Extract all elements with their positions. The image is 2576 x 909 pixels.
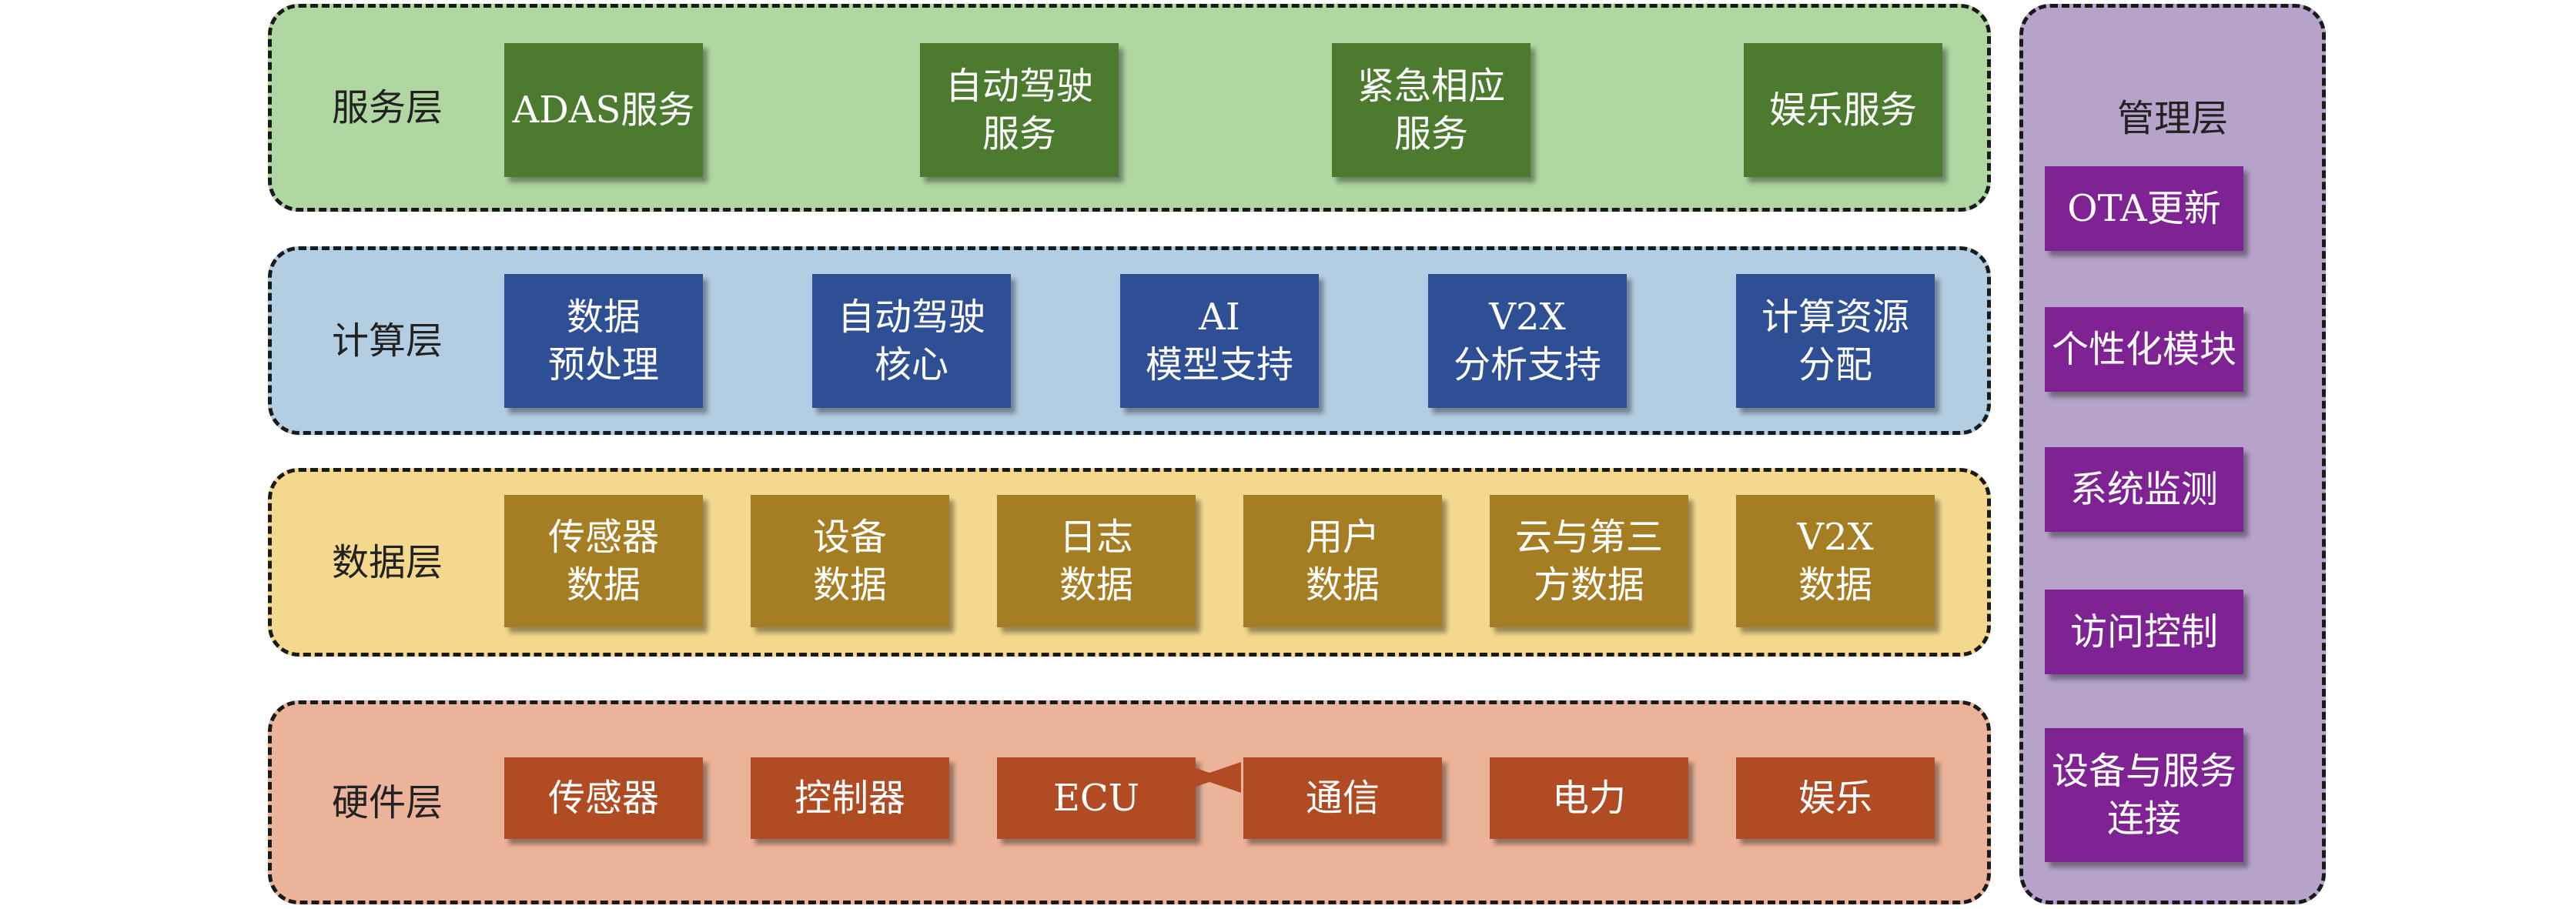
compute-box-resource-allocation: 计算资源 分配 xyxy=(1736,274,1935,408)
management-box-ota-update: OTA更新 xyxy=(2045,166,2243,251)
service-box-autonomous-driving: 自动驾驶 服务 xyxy=(920,43,1119,177)
service-box-adas: ADAS服务 xyxy=(504,43,703,177)
data-box-v2x: V2X 数据 xyxy=(1736,495,1935,627)
data-box-user: 用户 数据 xyxy=(1243,495,1442,627)
management-layer: 管理层 OTA更新 个性化模块 系统监测 访问控制 设备与服务 连接 xyxy=(2019,4,2326,904)
data-box-sensor: 传感器 数据 xyxy=(504,495,703,627)
compute-box-autonomous-core: 自动驾驶 核心 xyxy=(812,274,1011,408)
management-layer-title: 管理层 xyxy=(2116,97,2228,140)
hardware-layer: 硬件层 传感器 控制器 ECU 通信 电力 娱乐 xyxy=(268,700,1991,904)
management-box-system-monitoring: 系统监测 xyxy=(2045,447,2243,532)
data-box-log: 日志 数据 xyxy=(997,495,1196,627)
layer-label: 数据层 xyxy=(331,540,443,584)
compute-layer: 计算层 数据 预处理 自动驾驶 核心 AI 模型支持 V2X 分析支持 计算资源… xyxy=(268,246,1991,435)
hardware-box-controller: 控制器 xyxy=(751,757,949,839)
compute-box-data-preprocessing: 数据 预处理 xyxy=(504,274,703,408)
hardware-box-ecu: ECU xyxy=(997,757,1196,839)
service-layer: 服务层 ADAS服务 自动驾驶 服务 紧急相应 服务 娱乐服务 xyxy=(268,4,1991,212)
data-layer: 数据层 传感器 数据 设备 数据 日志 数据 用户 数据 云与第三 方数据 V2… xyxy=(268,468,1991,657)
compute-box-ai-model-support: AI 模型支持 xyxy=(1120,274,1319,408)
layer-label: 服务层 xyxy=(331,86,443,129)
hardware-box-power: 电力 xyxy=(1490,757,1688,839)
layer-label: 硬件层 xyxy=(331,780,443,824)
management-box-personalization: 个性化模块 xyxy=(2045,307,2243,392)
ecu-communication-connector xyxy=(1178,762,1241,793)
hardware-box-communication: 通信 xyxy=(1243,757,1442,839)
data-box-cloud-third-party: 云与第三 方数据 xyxy=(1490,495,1688,627)
hardware-box-entertainment: 娱乐 xyxy=(1736,757,1935,839)
service-box-entertainment: 娱乐服务 xyxy=(1744,43,1942,177)
management-box-device-service-connection: 设备与服务 连接 xyxy=(2045,728,2243,862)
compute-box-v2x-analysis: V2X 分析支持 xyxy=(1428,274,1627,408)
management-box-access-control: 访问控制 xyxy=(2045,590,2243,674)
hardware-box-sensor: 传感器 xyxy=(504,757,703,839)
data-box-device: 设备 数据 xyxy=(751,495,949,627)
service-box-emergency-response: 紧急相应 服务 xyxy=(1332,43,1531,177)
layer-label: 计算层 xyxy=(331,319,443,363)
